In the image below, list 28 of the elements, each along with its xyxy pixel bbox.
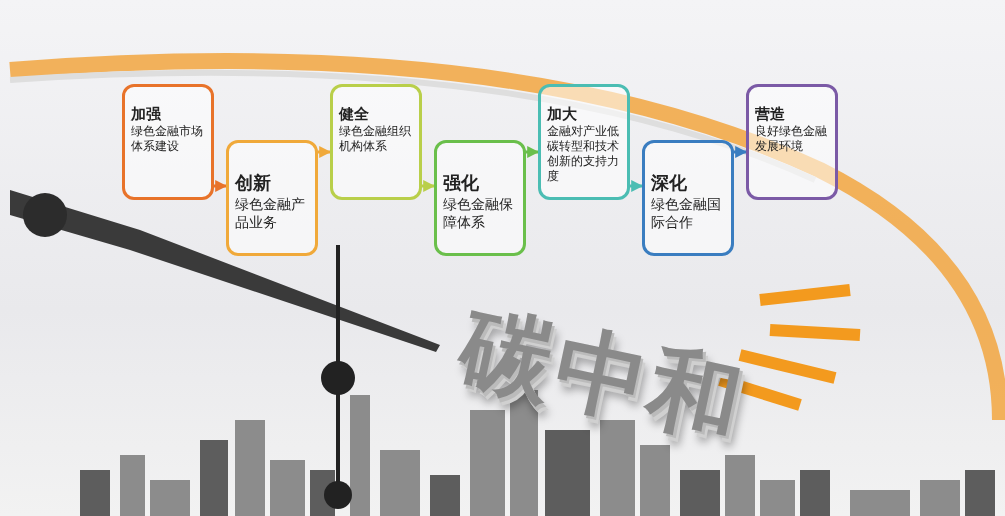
arrow (422, 180, 436, 192)
step-text: 金融对产业低碳转型和技术创新的支持力度 (547, 124, 620, 184)
step-title: 强化 (443, 171, 480, 195)
step-box (226, 140, 318, 256)
arrow (526, 146, 540, 158)
step-title: 创新 (235, 171, 272, 195)
step-text: 绿色金融市场体系建设 (131, 124, 204, 154)
arrow (214, 180, 228, 192)
step-box (538, 84, 630, 200)
step-box (642, 140, 734, 256)
step-box (746, 84, 838, 200)
step-title: 加大 (547, 105, 578, 124)
step-title: 深化 (651, 171, 688, 195)
step-text: 绿色金融国际合作 (651, 195, 722, 232)
step-text: 良好绿色金融发展环境 (755, 124, 828, 154)
step-box (330, 84, 422, 200)
step-box (122, 84, 214, 200)
arrow (630, 180, 644, 192)
step-text: 绿色金融组织机构体系 (339, 124, 412, 154)
step-box (434, 140, 526, 256)
step-text: 绿色金融保障体系 (443, 195, 514, 232)
step-title: 健全 (339, 105, 370, 124)
step-text: 绿色金融产品业务 (235, 195, 306, 232)
arrow (734, 146, 748, 158)
step-title: 加强 (131, 105, 162, 124)
step-title: 营造 (755, 105, 786, 124)
title-text: 碳中和 (450, 291, 757, 460)
arrow (318, 146, 332, 158)
